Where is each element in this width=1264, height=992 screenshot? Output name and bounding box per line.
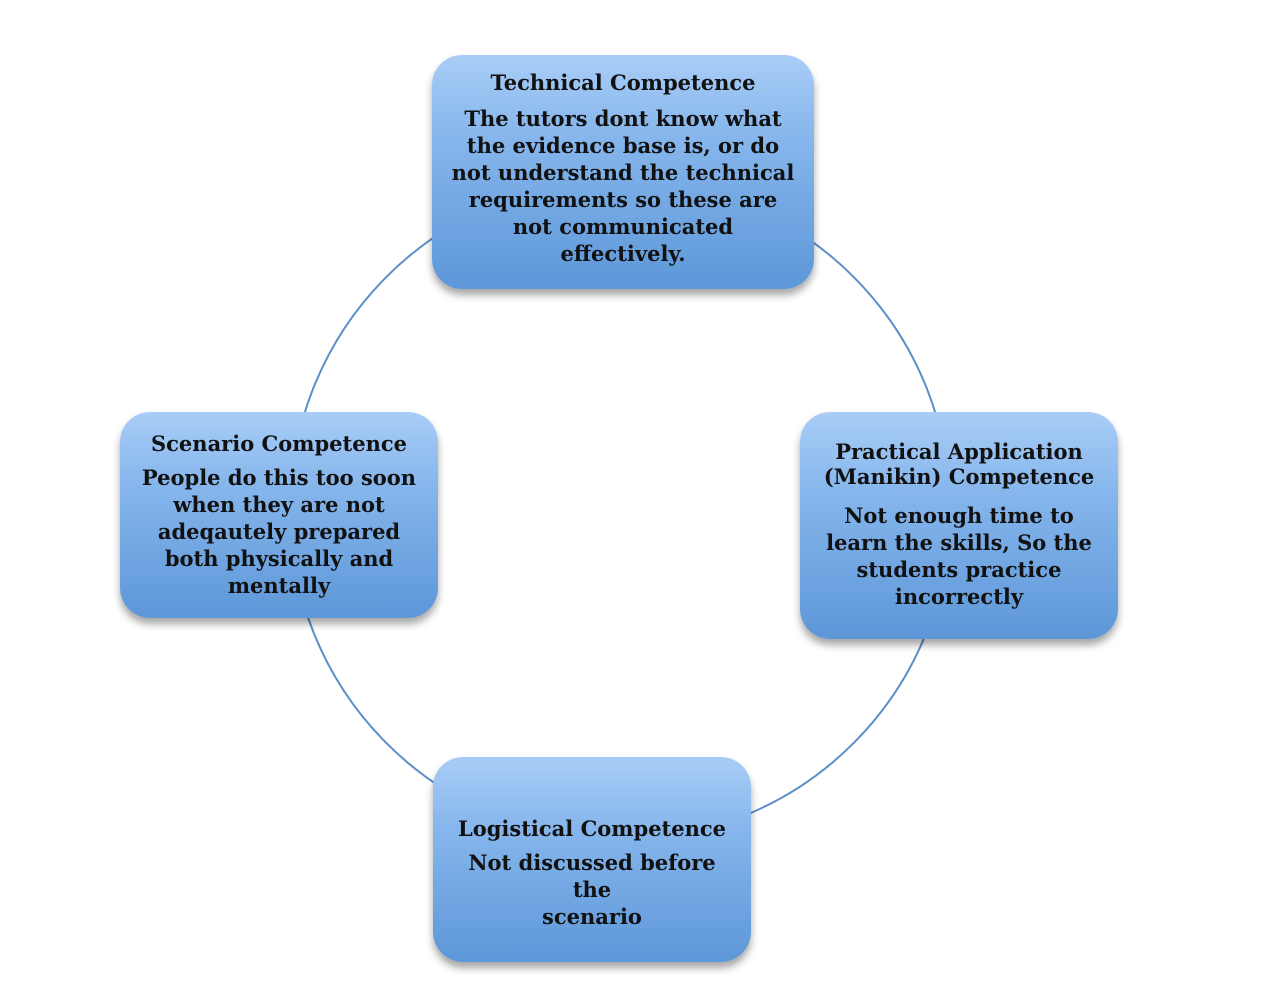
- node-scenario-competence: Scenario Competence People do this too s…: [120, 412, 438, 618]
- node-title: Logistical Competence: [457, 816, 727, 841]
- node-logistical-competence: Logistical Competence Not discussed befo…: [433, 757, 751, 962]
- node-title: Scenario Competence: [150, 431, 407, 456]
- node-practical-application-competence: Practical Application (Manikin) Competen…: [800, 412, 1118, 639]
- node-description: Not enough time to learn the skills, So …: [826, 503, 1092, 609]
- node-description: Not discussed before the scenario: [468, 850, 716, 929]
- node-description: The tutors dont know what the evidence b…: [451, 106, 795, 266]
- node-description: People do this too soon when they are no…: [141, 465, 417, 598]
- node-title: Technical Competence: [490, 70, 756, 95]
- node-technical-competence: Technical Competence The tutors dont kno…: [432, 55, 814, 289]
- node-title: Practical Application (Manikin) Competen…: [823, 439, 1095, 489]
